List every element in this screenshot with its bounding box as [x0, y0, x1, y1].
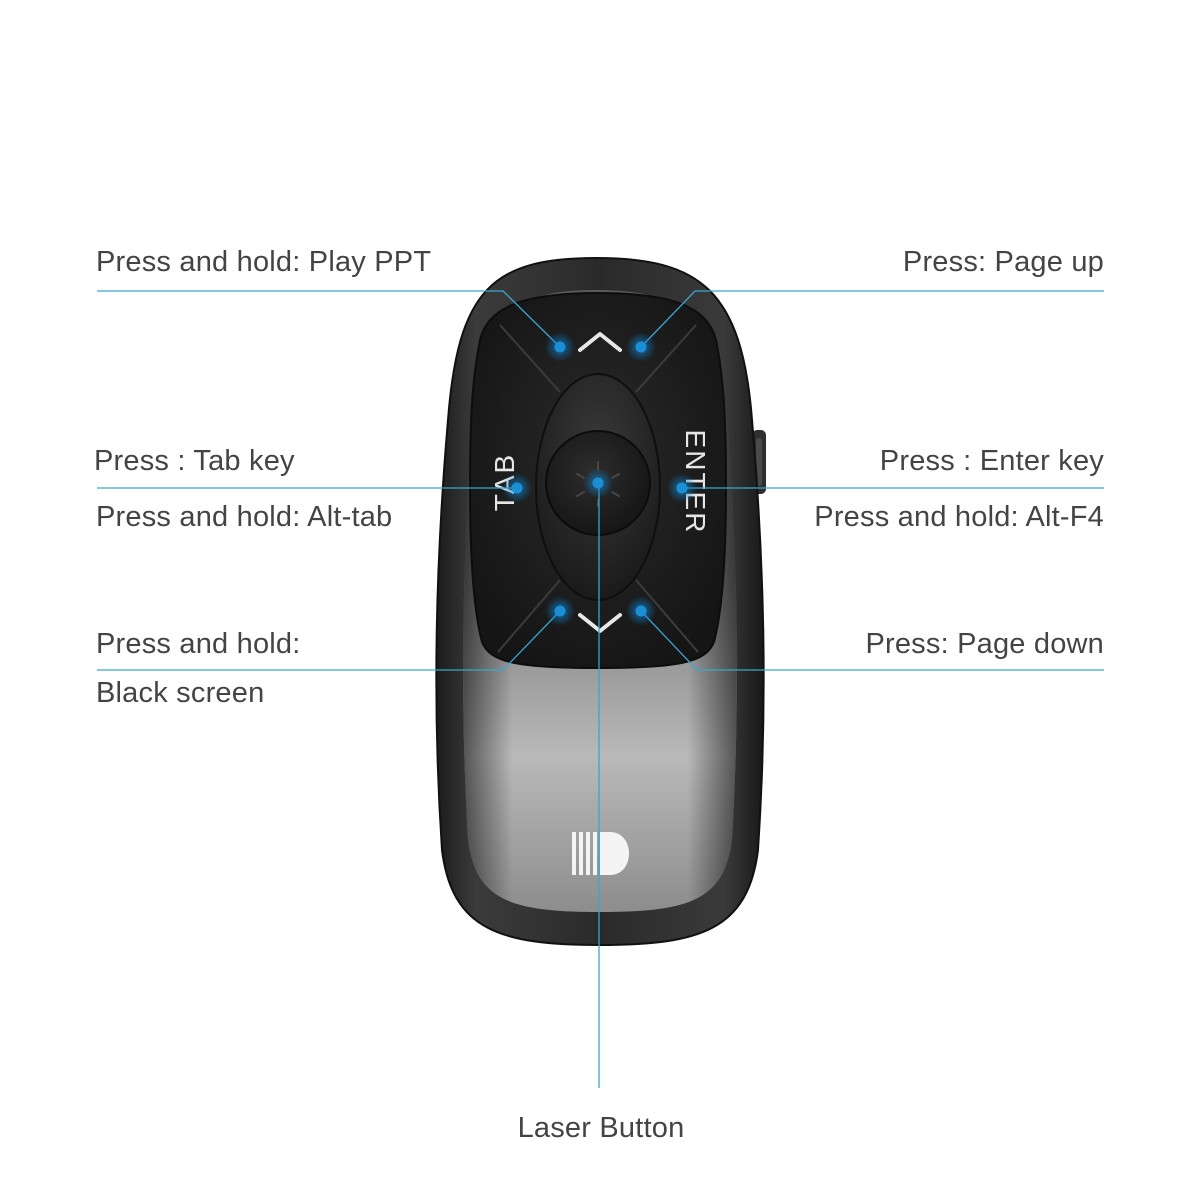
- hotspot-play-ppt: [545, 332, 575, 362]
- label-black-screen-line1: Press and hold:: [96, 628, 301, 660]
- label-page-down: Press: Page down: [865, 628, 1104, 660]
- hotspot-black-screen: [545, 596, 575, 626]
- label-alt-f4: Press and hold: Alt-F4: [814, 501, 1104, 533]
- chevron-up-icon: [578, 332, 622, 352]
- key-dividers: [497, 324, 699, 653]
- hotspot-enter: [667, 473, 697, 503]
- label-play-ppt: Press and hold: Play PPT: [96, 246, 432, 278]
- hotspots: [502, 332, 697, 626]
- callout-line-page-up: [640, 290, 1104, 348]
- callout-line-black-screen: [97, 610, 561, 671]
- side-button-ridge: [756, 438, 762, 486]
- hotspot-page-down: [626, 596, 656, 626]
- label-alt-tab: Press and hold: Alt-tab: [96, 501, 393, 533]
- label-laser-button: Laser Button: [517, 1112, 685, 1144]
- callout-lines: [97, 290, 1104, 1088]
- chevron-down-icon: [578, 613, 622, 633]
- callout-line-page-down: [640, 610, 1104, 671]
- hotspot-page-up: [626, 332, 656, 362]
- label-tab-key: Press : Tab key: [94, 445, 295, 477]
- hotspot-tab: [502, 473, 532, 503]
- label-black-screen-line2: Black screen: [96, 677, 265, 709]
- label-enter-key: Press : Enter key: [879, 445, 1104, 477]
- hotspot-laser: [583, 468, 613, 498]
- callout-line-play-ppt: [97, 290, 561, 348]
- brand-d-logo-icon: [572, 832, 629, 875]
- label-page-up: Press: Page up: [902, 246, 1104, 278]
